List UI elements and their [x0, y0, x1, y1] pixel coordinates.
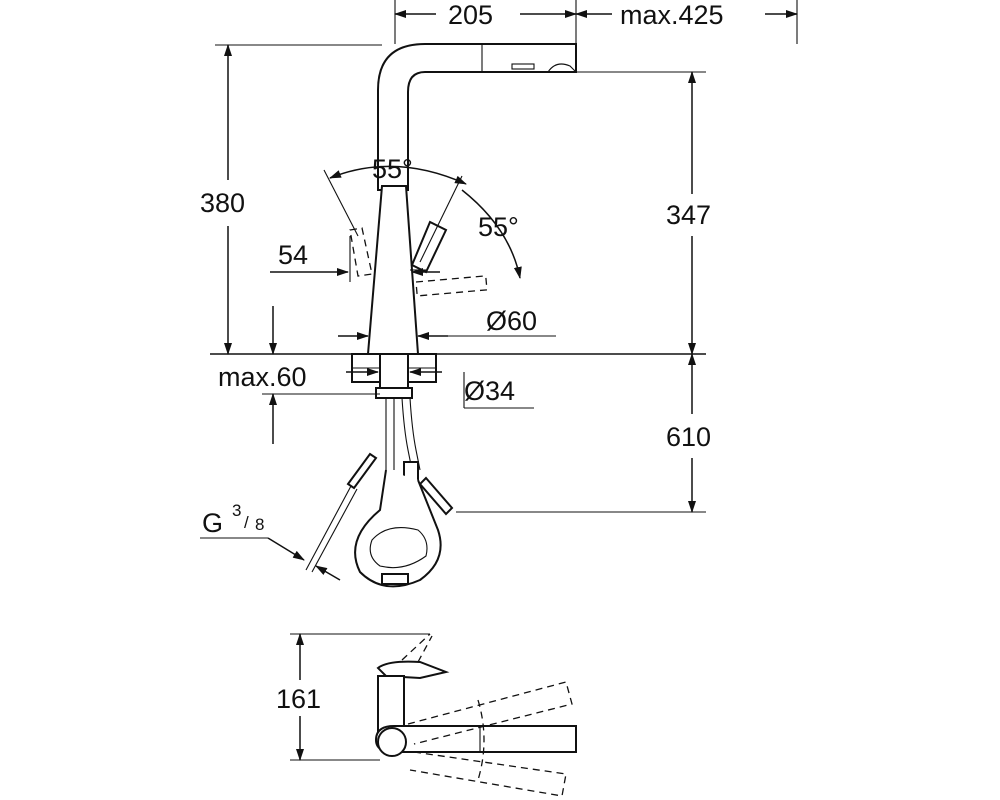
lever-offset-dimension: 54	[270, 236, 440, 282]
hose-length-label: 610	[666, 422, 711, 452]
total-height-label: 380	[200, 188, 245, 218]
faucet-top-view: 161	[276, 633, 577, 797]
thread-numerator: 3	[232, 501, 241, 520]
mounting-assembly	[351, 353, 437, 471]
thread-label: G	[202, 508, 223, 538]
total-height-dimension: 380	[200, 44, 382, 355]
faucet-front-view	[349, 43, 577, 355]
top-dimensions: 205 max.425	[394, 0, 798, 44]
thread-fraction-slash: /	[244, 513, 249, 532]
thread-dimension: G 3 / 8	[200, 501, 341, 581]
swivel-angle-dimension: 55°	[323, 154, 467, 263]
swivel-angle-label: 55°	[372, 154, 413, 184]
hose-length-dimension: 610	[456, 353, 711, 513]
outlet-height-label: 347	[666, 200, 711, 230]
deck-thickness-label: max.60	[218, 362, 307, 392]
spout-reach-label: 205	[448, 0, 493, 30]
base-diameter-dimension: Ø60	[338, 306, 556, 340]
hose-weight-loop	[354, 469, 442, 588]
outlet-height-dimension: 347	[576, 71, 711, 355]
hole-diameter-dimension: Ø34	[346, 368, 534, 409]
lever-offset-label: 54	[278, 240, 308, 270]
hole-diameter-label: Ø34	[464, 376, 515, 406]
deck-thickness-dimension: max.60	[218, 306, 380, 444]
lever-angle-dimension: 55°	[461, 189, 522, 279]
lever-angle-label: 55°	[478, 212, 519, 242]
base-diameter-label: Ø60	[486, 306, 537, 336]
top-view-height-label: 161	[276, 684, 321, 714]
pullout-max-label: max.425	[620, 0, 724, 30]
thread-denominator: 8	[255, 515, 264, 534]
